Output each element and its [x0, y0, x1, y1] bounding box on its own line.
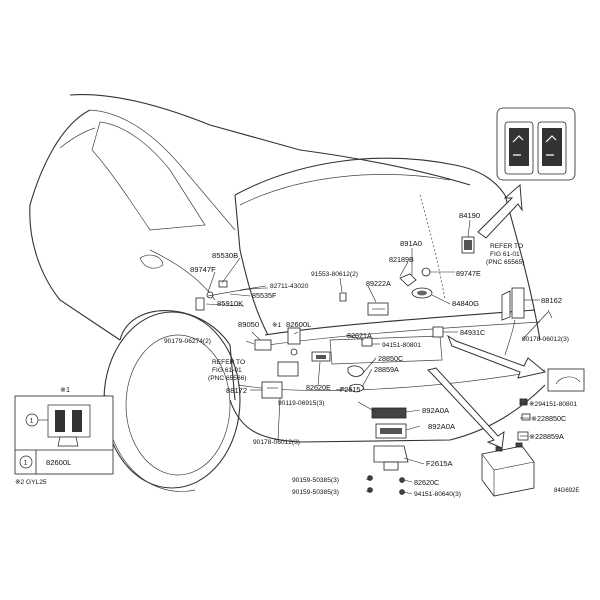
label-82711: 82711-43020	[270, 283, 309, 290]
label-892A0A-2: 892A0A	[428, 422, 456, 431]
label-28850C: 28850C	[378, 354, 403, 363]
label-refer-left-line2: FIG 61-01	[212, 367, 242, 374]
label-85535F: 85535F	[252, 291, 277, 300]
label-29415: ※294151-80801	[529, 401, 577, 408]
inset-mark: ※1	[60, 385, 70, 394]
label-refer-right-line3: (PNC 65565)	[486, 259, 524, 266]
label-94151-top: 94151-80801	[382, 342, 421, 349]
label-F2615A: F2615A	[426, 459, 454, 468]
leader-lines	[205, 219, 549, 495]
label-90119: 90119-06915(3)	[278, 400, 324, 407]
label-refer-right-line1: REFER TO	[490, 243, 523, 250]
clip-inset: ※1 1 1 82600L	[14, 385, 114, 475]
label-28859A: 28859A	[374, 365, 399, 374]
label-88172: 88172	[226, 386, 247, 395]
label-84840G: 84840G	[452, 299, 479, 308]
label-82189B: 82189B	[389, 255, 414, 264]
label-90178-right: 90178-06012(3)	[522, 336, 569, 343]
label-89222A: 89222A	[366, 279, 391, 288]
label-94151-bottom: 94151-80640(3)	[414, 491, 461, 498]
diagram-code: 84G692E	[554, 488, 579, 494]
label-892A0A-1: 892A0A	[422, 406, 450, 415]
label-28850C-right: ※228850C	[531, 414, 566, 423]
label-28859A-right: ※228859A	[529, 432, 564, 441]
label-82600L: 82600L	[286, 320, 311, 329]
label-82620E: 82620E	[306, 383, 331, 392]
label-90159-1: 90159-50385(3)	[292, 477, 339, 484]
inset-circle-top: 1	[30, 418, 34, 425]
label-refer-left-line1: REFER TO	[212, 359, 245, 366]
label-891A0: 891A0	[400, 239, 422, 248]
label-84931C: 84931C	[460, 328, 485, 337]
inset-circle-bottom: 1	[24, 460, 28, 467]
label-82621A: 82621A	[347, 331, 372, 340]
footnote: ※2 GYL25	[15, 479, 47, 486]
label-91553: 91553-80612(2)	[311, 271, 358, 278]
label-refer-right-line2: FIG 61-01	[490, 251, 520, 258]
label-89050: 89050	[238, 320, 259, 329]
inset-part-number: 82600L	[46, 458, 71, 467]
label-F2615: F2615	[340, 385, 360, 394]
label-85530B: 85530B	[212, 251, 238, 260]
label-82620C: 82620C	[414, 478, 439, 487]
label-84190: 84190	[459, 211, 480, 220]
label-89747F: 89747F	[190, 265, 216, 274]
label-85910K: 85910K	[217, 299, 243, 308]
label-mark: ※1	[272, 322, 282, 329]
label-refer-left-line3: (PNC 65566)	[208, 375, 246, 382]
label-89747E: 89747E	[456, 269, 481, 278]
label-90179: 90179-06274(2)	[164, 338, 211, 345]
label-90178-bottom: 90178-06012(3)	[253, 439, 300, 446]
switch-inset	[477, 107, 576, 239]
part-labels: 84190 891A0 85530B REFER TO FIG 61-01 (P…	[164, 211, 577, 498]
label-88162: 88162	[541, 296, 562, 305]
label-90159-2: 90159-50385(3)	[292, 489, 339, 496]
